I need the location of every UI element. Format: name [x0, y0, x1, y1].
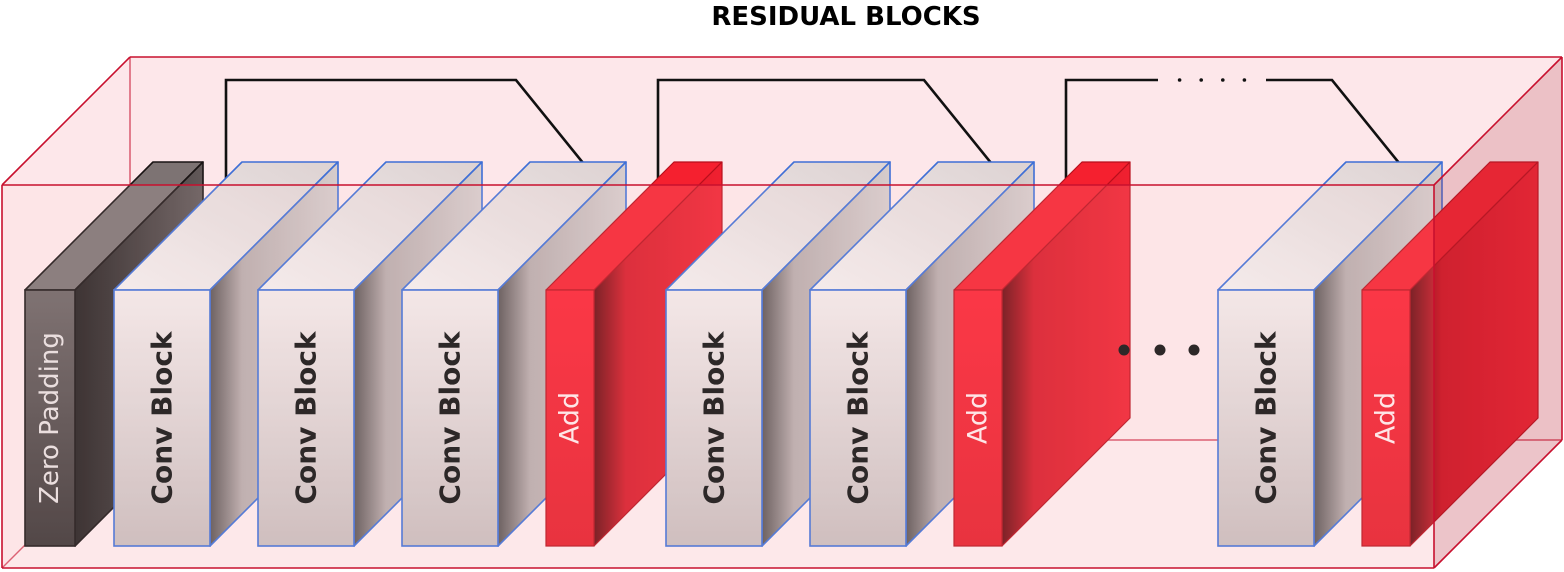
skip-connection-arrow [656, 78, 1045, 230]
diagram-title: RESIDUAL BLOCKS [711, 2, 980, 32]
ellipsis-dot [1154, 344, 1166, 356]
layer-blocks: Zero Padding Conv Block Conv Block Conv Blo… [24, 161, 1539, 547]
ellipsis-dots [1118, 344, 1200, 356]
elided-dot [1242, 78, 1247, 82]
conv-block-label: Conv Block [1250, 330, 1283, 504]
block-front-face [113, 289, 211, 547]
block-front-face [665, 289, 763, 547]
conv-block-label: Conv Block [434, 330, 467, 504]
block-front-face [1361, 289, 1411, 547]
block-front-face [401, 289, 499, 547]
container-edge [1433, 439, 1563, 569]
add-block: Add [1361, 161, 1539, 547]
add-label: Add [1371, 392, 1402, 444]
container-edge [1433, 56, 1563, 186]
conv-block-label: Conv Block [146, 330, 179, 504]
conv-block-label: Conv Block [290, 330, 323, 504]
add-label: Add [963, 392, 994, 444]
conv-block-label: Conv Block [842, 330, 875, 504]
conv-block-label: Conv Block [698, 330, 731, 504]
block-front-face [809, 289, 907, 547]
ellipsis-dot [1188, 344, 1200, 356]
ellipsis-dot [1118, 344, 1130, 356]
container-front-face [2, 185, 1434, 568]
block-front-face [1217, 289, 1315, 547]
elided-dot [1199, 78, 1203, 82]
zero-padding-label: Zero Padding [35, 332, 65, 504]
container-box-front [1, 56, 1563, 569]
add-block: Add [953, 161, 1131, 547]
container-edge [1, 56, 131, 186]
block-front-face [953, 289, 1003, 547]
skip-connection-arrow [224, 78, 637, 230]
block-front-face [24, 289, 76, 547]
elided-dot [1221, 78, 1225, 82]
elided-dot [1177, 78, 1182, 82]
block-front-face [257, 289, 355, 547]
container-right-face [1434, 57, 1562, 568]
block-front-face [545, 289, 595, 547]
add-label: Add [555, 392, 586, 444]
